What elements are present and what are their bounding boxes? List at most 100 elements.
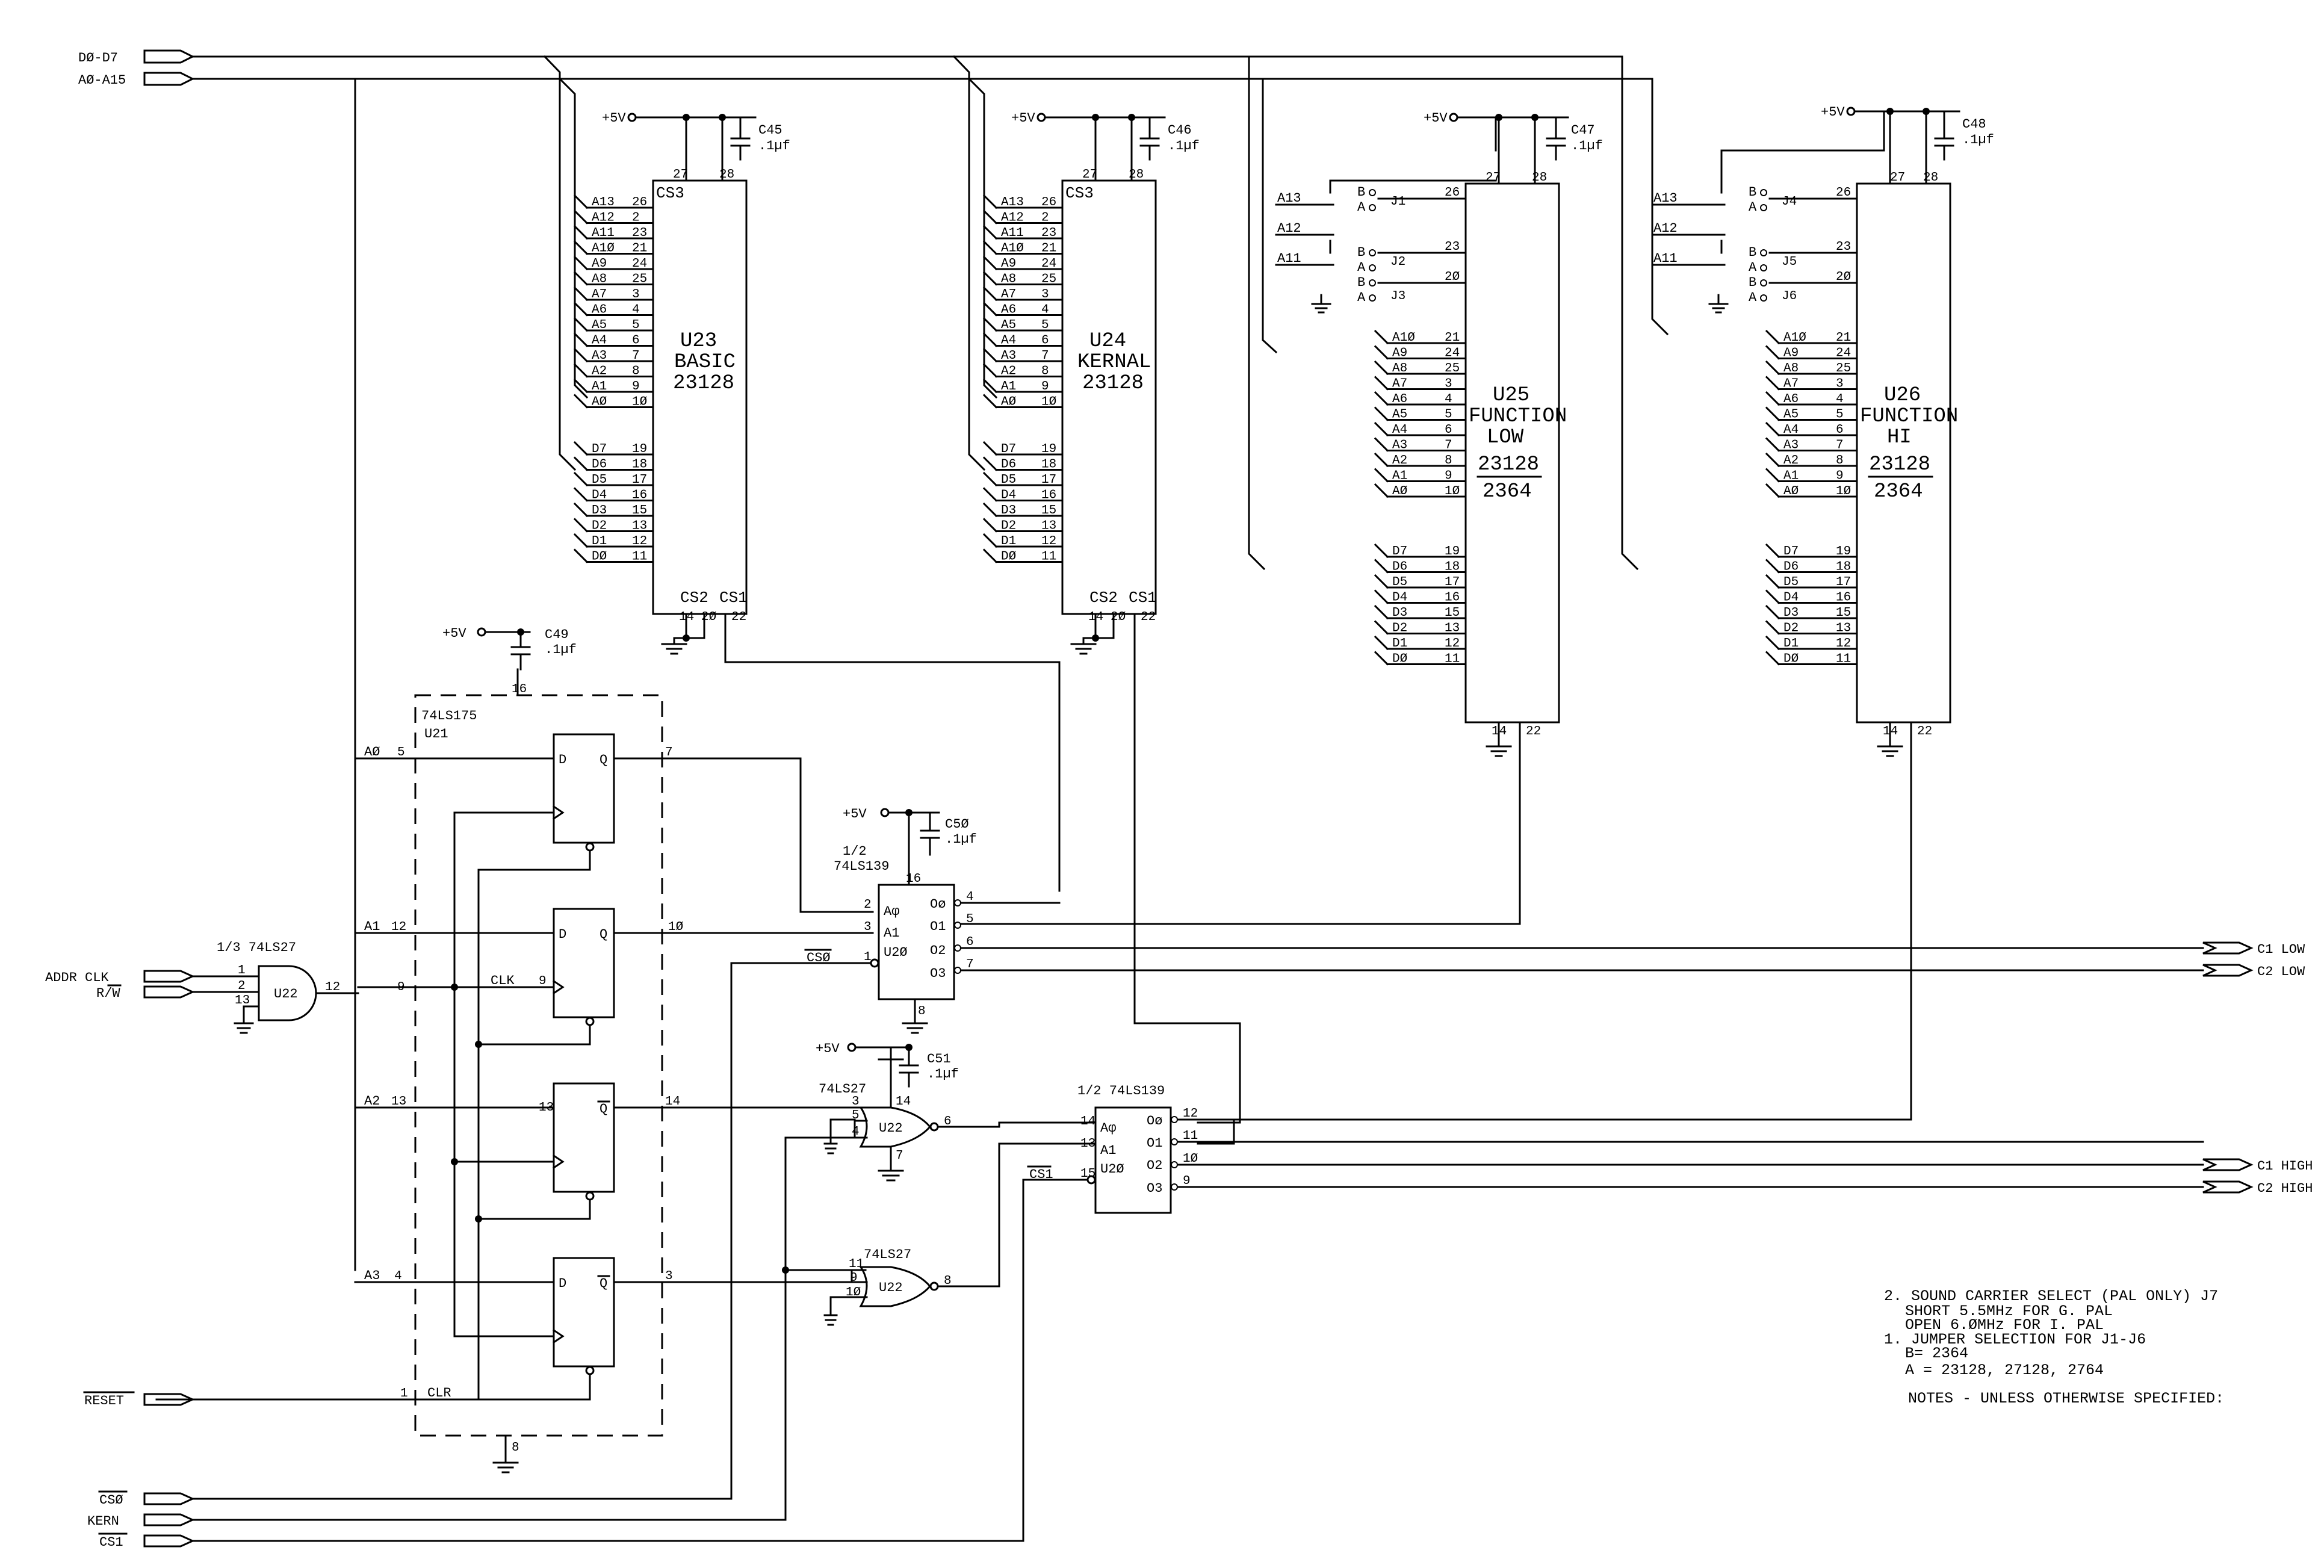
u25-pin26: 26	[1445, 186, 1460, 200]
ff2	[553, 908, 615, 1018]
u25-addr-8-label: A2	[1392, 454, 1407, 468]
u23-data-entry-7	[573, 548, 589, 563]
u24-addr-8-label: A5	[1001, 318, 1016, 332]
u26-pin26: 26	[1836, 186, 1851, 200]
u23-rom: +5V C45 .1µf 27 28 CS3 U23 BASIC 23128 C…	[602, 111, 1061, 892]
ff2-pin12: 12	[391, 920, 406, 934]
u23-addr-2-pin: 23	[632, 226, 647, 240]
c48-ref: C48	[1962, 117, 1986, 132]
u25-addr-1-label: A9	[1392, 347, 1407, 361]
c47-ref: C47	[1571, 123, 1595, 138]
u24-addr-entry-10	[982, 347, 998, 363]
u23-addr-1-label: A12	[592, 211, 615, 225]
u26-addr-8-pin: 8	[1836, 454, 1844, 468]
u20a-pin4: 4	[966, 890, 974, 904]
u22b-pin14: 14	[896, 1095, 911, 1109]
u22a-ref: U22	[274, 987, 298, 1002]
u24-pin22: 22	[1141, 610, 1156, 624]
u23-data-2-label: D5	[592, 473, 607, 487]
u20a-pin2: 2	[864, 898, 872, 912]
ff4-in-label: A3	[364, 1268, 380, 1283]
u25-part: 23128	[1478, 453, 1539, 476]
u26-addr-entry-5	[1765, 406, 1780, 421]
u25-addr-10-label: AØ	[1392, 485, 1407, 498]
u25-addr-2-label: A8	[1392, 362, 1407, 376]
u23-addr-9-label: A4	[592, 334, 607, 348]
u25-data-0-pin: 19	[1445, 545, 1460, 559]
u20a-pin7: 7	[966, 958, 974, 971]
u26-data-entry-5	[1765, 620, 1780, 635]
u23-data-0-label: D7	[592, 442, 607, 456]
clr-pin1: 1	[400, 1387, 408, 1401]
u23-addr-8-pin: 5	[632, 318, 640, 332]
u26-addr-5-pin: 5	[1836, 408, 1844, 422]
u20a-o1: O1	[930, 919, 946, 934]
u22b-nor-gate: U22 74LS27 3 5 4 14 7 6 +5V C51 .1µf	[784, 1041, 1097, 1182]
u26-addr-0-label: A1Ø	[1783, 331, 1806, 345]
u26-data-entry-6	[1765, 635, 1780, 651]
u26-j5: J5	[1782, 255, 1797, 269]
u23-data-entry-6	[573, 533, 589, 548]
u26-addr-5-label: A5	[1783, 408, 1799, 422]
u26-data-3-pin: 16	[1836, 591, 1851, 605]
u24-addr-10-pin: 7	[1041, 349, 1049, 363]
u24-data-3-pin: 16	[1041, 489, 1056, 503]
u24-addr-entry-4	[982, 255, 998, 271]
u24-data-entry-1	[982, 456, 998, 471]
u23-addr-entry-8	[573, 317, 589, 332]
u23-pin28: 28	[719, 168, 734, 182]
u24-addr-12-pin: 9	[1041, 380, 1049, 394]
u26-data-7-pin: 11	[1836, 652, 1851, 666]
u25-addr-0-label: A1Ø	[1392, 331, 1415, 345]
notes: 2. SOUND CARRIER SELECT (PAL ONLY) J7 SH…	[1884, 1288, 2224, 1407]
u22a-pin1: 1	[238, 964, 246, 978]
u25-data-6-label: D1	[1392, 637, 1407, 651]
u25-j1-a: A	[1357, 200, 1366, 215]
u25-data-entry-3	[1374, 589, 1389, 604]
u26-j5-b: B	[1749, 245, 1756, 260]
u23-data-entry-5	[573, 518, 589, 533]
address-bus-label: AØ-A15	[78, 73, 126, 88]
u23-addr-entry-0	[573, 194, 589, 209]
note-1-a: A = 23128, 27128, 2764	[1905, 1362, 2104, 1379]
u25-data-5-label: D2	[1392, 622, 1407, 636]
u24-part: 23128	[1082, 372, 1144, 395]
u24-addr-entry-9	[982, 332, 998, 347]
u26-addr-entry-6	[1765, 421, 1780, 437]
u24-data-entry-0	[982, 441, 998, 456]
u24-data-7-label: DØ	[1001, 550, 1016, 564]
u22c-nor-gate: U22 74LS27 11 9 1Ø 8	[784, 1136, 1000, 1521]
note-2-short: SHORT 5.5MHz FOR G. PAL	[1905, 1303, 2113, 1320]
u26-addr-9-pin: 9	[1836, 469, 1844, 483]
u24-addr-1-label: A12	[1001, 211, 1024, 225]
u23-vcc-label: +5V	[602, 111, 626, 126]
u23-addr-12-label: A1	[592, 380, 607, 394]
u20a-pin5: 5	[966, 913, 974, 926]
u26-addr-6-label: A4	[1783, 423, 1799, 437]
u24-vcc-label: +5V	[1011, 111, 1035, 126]
u23-cs1: CS1	[719, 589, 748, 607]
u26-addr-0-pin: 21	[1836, 331, 1851, 345]
u22a-nor-gate: U22 1/3 74LS27 1 2 13 12 9	[191, 940, 405, 1034]
u25-addr-9-label: A1	[1392, 469, 1407, 483]
u25-addr-0-pin: 21	[1445, 331, 1460, 345]
c1-high-label: C1 HIGH	[2257, 1159, 2313, 1174]
u26-pin28: 28	[1923, 171, 1938, 185]
u22b-ref: U22	[879, 1121, 903, 1136]
u21-pin16: 16	[512, 683, 527, 696]
u23-data-6-label: D1	[592, 535, 607, 548]
u24-addr-entry-11	[982, 363, 998, 378]
ff-clk-pin: 9	[397, 981, 405, 994]
rw-label: R/W	[96, 986, 120, 1001]
cs0-label: CSØ	[99, 1493, 123, 1508]
ff4-pin4: 4	[394, 1269, 402, 1283]
u20a-pin6: 6	[966, 935, 974, 949]
u24-addr-entry-0	[982, 194, 998, 209]
u22c-pin8: 8	[944, 1274, 952, 1288]
u24-data-entry-2	[982, 471, 998, 487]
u26-pin27: 27	[1890, 171, 1905, 185]
u23-data-0-pin: 19	[632, 442, 647, 456]
u26-addr-entry-1	[1765, 345, 1780, 360]
u25-data-4-pin: 15	[1445, 606, 1460, 620]
